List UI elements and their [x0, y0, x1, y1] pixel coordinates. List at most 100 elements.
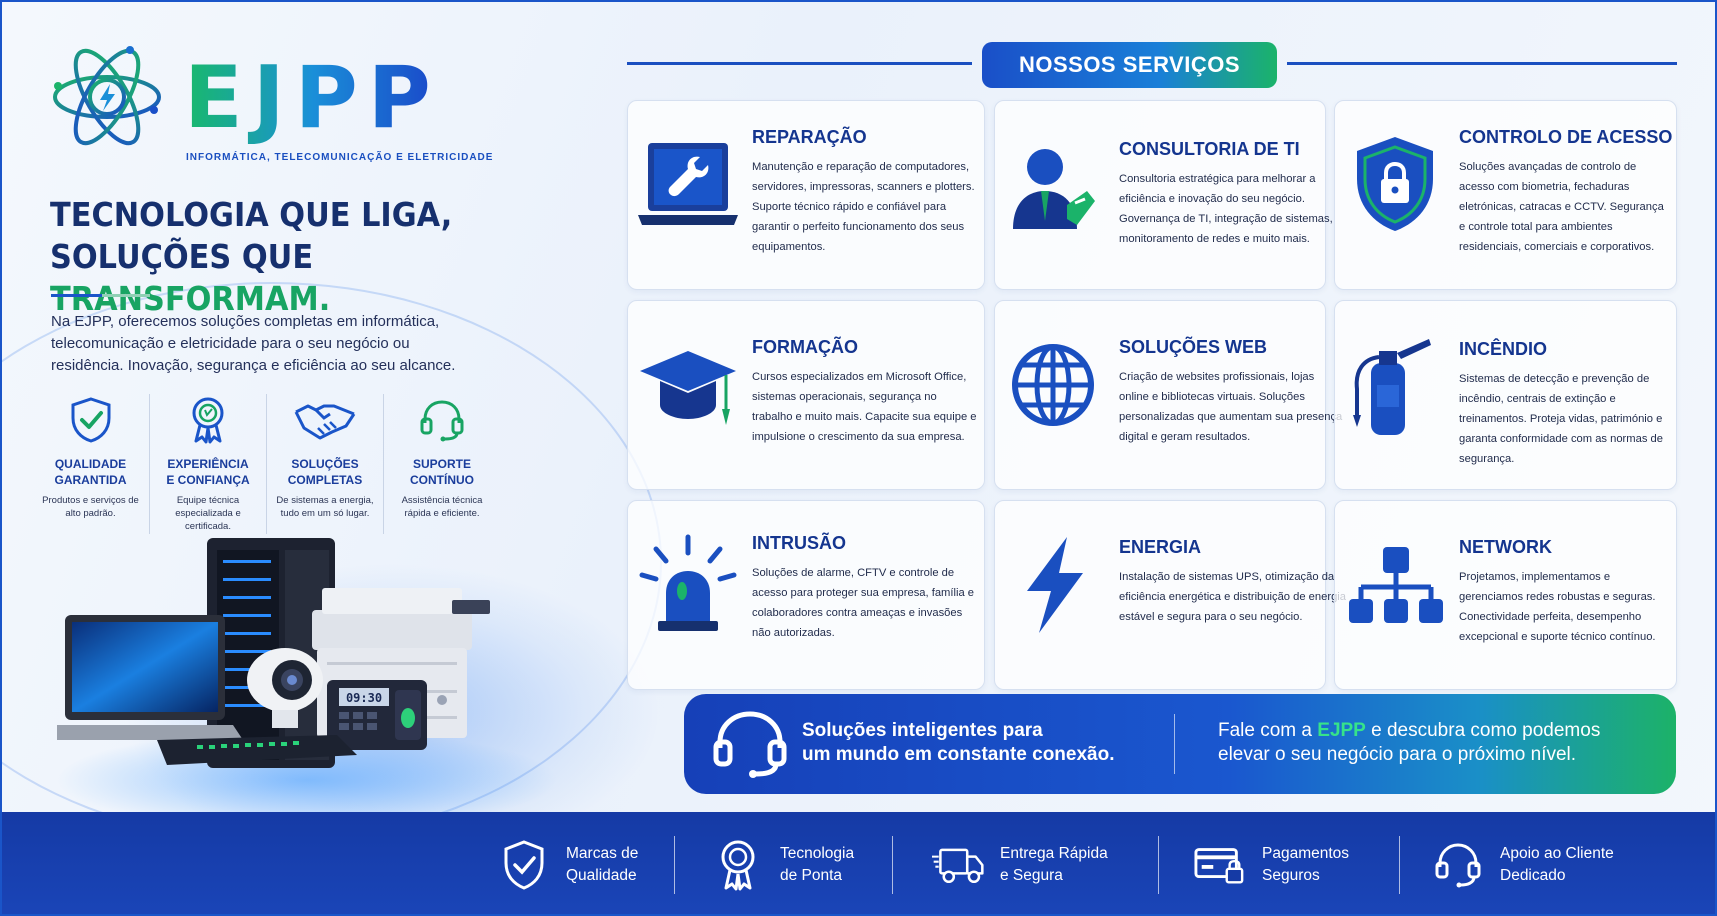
service-card-access-control[interactable]: CONTROLO DE ACESSO Soluções avançadas de… — [1334, 100, 1677, 290]
feature-title-l2: E CONFIANÇA — [166, 473, 250, 487]
service-desc: Soluções de alarme, CFTV e controle de a… — [752, 567, 975, 639]
feature-desc: Equipe técnica especializada e certifica… — [175, 495, 241, 532]
globe-icon — [1012, 344, 1094, 426]
service-card-network[interactable]: NETWORK Projetamos, implementamos e gere… — [1334, 500, 1677, 690]
footer-label-l2: Qualidade — [566, 867, 637, 884]
graduation-cap-icon — [640, 351, 736, 425]
feature-list: QUALIDADE GARANTIDA Produtos e serviços d… — [32, 394, 502, 534]
services-header-line-right — [1287, 62, 1677, 65]
access-control-terminal: 09:30 — [327, 680, 427, 750]
service-card-web-solutions[interactable]: SOLUÇÕES WEB Criação de websites profiss… — [994, 300, 1342, 490]
feature-quality: QUALIDADE GARANTIDA Produtos e serviços d… — [32, 394, 149, 534]
banner-right-line1: Fale com a EJPP e descubra como podemos — [1218, 719, 1600, 743]
banner-right-prefix: Fale com a — [1218, 720, 1318, 741]
service-card-energy[interactable]: ENERGIA Instalação de sistemas UPS, otim… — [994, 500, 1346, 690]
footer-label-l2: Seguros — [1262, 867, 1320, 884]
shield-lock-icon — [1357, 137, 1433, 231]
feature-desc: Assistência técnica rápida e eficiente. — [401, 495, 483, 519]
shield-check-icon — [71, 397, 110, 443]
brand-name: EJPP — [184, 48, 441, 148]
headline-accent: TRANSFORMAM. — [50, 279, 331, 318]
banner-left-line2: um mundo em constante conexão. — [802, 744, 1115, 765]
service-title: ENERGIA — [1119, 537, 1202, 557]
award-ribbon-icon — [192, 397, 224, 444]
feature-title-l1: QUALIDADE — [54, 457, 127, 471]
headset-icon — [420, 400, 464, 442]
headline-divider — [51, 294, 149, 297]
service-desc: Projetamos, implementamos e gerenciamos … — [1459, 571, 1656, 643]
delivery-truck-icon — [932, 848, 984, 884]
footer-label-l1: Apoio ao Cliente — [1500, 845, 1614, 862]
service-card-intrusion[interactable]: INTRUSÃO Soluções de alarme, CFTV e cont… — [627, 500, 985, 690]
footer-separator — [1158, 836, 1159, 894]
feature-title-l1: SOLUÇÕES — [291, 457, 359, 471]
service-desc: Soluções avançadas de controlo de acesso… — [1459, 161, 1664, 253]
services-header-line-left — [627, 62, 972, 65]
service-card-repair[interactable]: REPARAÇÃO Manutenção e reparação de comp… — [627, 100, 985, 290]
footer-label-l2: Dedicado — [1500, 867, 1566, 884]
consultant-icon — [1013, 149, 1095, 229]
banner-right-line2: elevar o seu negócio para o próximo níve… — [1218, 744, 1577, 765]
cctv-camera — [247, 648, 323, 728]
service-title: INCÊNDIO — [1459, 339, 1548, 359]
laptop — [57, 615, 243, 740]
banner-brand: EJPP — [1317, 720, 1366, 741]
banner-right-suffix: e descubra como podemos — [1365, 720, 1601, 741]
feature-desc: Produtos e serviços de alto padrão. — [42, 495, 139, 519]
terminal-clock: 09:30 — [346, 691, 382, 705]
service-desc: Instalação de sistemas UPS, otimização d… — [1119, 571, 1347, 623]
service-title: CONSULTORIA DE TI — [1119, 139, 1300, 159]
service-card-it-consulting[interactable]: CONSULTORIA DE TI Consultoria estratégic… — [994, 100, 1333, 290]
footer-item-quality-brands: Marcas de Qualidade — [498, 812, 639, 914]
banner-right-text: Fale com a EJPP e descubra como podemos … — [1218, 719, 1600, 767]
brand-logo: EJPP INFORMÁTICA, TELECOMUNICAÇÃO E ELET… — [50, 40, 494, 170]
secure-card-icon — [1194, 848, 1244, 884]
hero-headline: TECNOLOGIA QUE LIGA, SOLUÇÕES QUE TRANSF… — [50, 194, 528, 320]
service-title: FORMAÇÃO — [752, 337, 858, 357]
network-tree-icon — [1349, 547, 1443, 623]
service-title: REPARAÇÃO — [752, 127, 867, 147]
banner-left-line1: Soluções inteligentes para — [802, 720, 1043, 741]
headset-icon — [1435, 843, 1481, 888]
footer-label-l1: Marcas de — [566, 845, 639, 862]
feature-experience: EXPERIÊNCIA E CONFIANÇA Equipe técnica es… — [149, 394, 266, 534]
footer-separator — [892, 836, 893, 894]
service-title: INTRUSÃO — [752, 533, 846, 553]
feature-title-l2: COMPLETAS — [287, 473, 363, 487]
hero-intro: Na EJPP, oferecemos soluções completas e… — [51, 313, 456, 374]
laptop-wrench-icon — [638, 143, 738, 225]
footer-separator — [1399, 836, 1400, 894]
feature-desc: De sistemas a energia, tudo em um só lug… — [276, 495, 374, 519]
service-card-fire[interactable]: INCÊNDIO Sistemas de detecção e prevençã… — [1334, 300, 1677, 490]
services-title: NOSSOS SERVIÇOS — [982, 42, 1277, 88]
alarm-light-icon — [639, 534, 737, 631]
service-title: NETWORK — [1459, 537, 1552, 557]
headline-line1: TECNOLOGIA QUE LIGA, — [50, 195, 453, 234]
service-desc: Sistemas de detecção e prevenção de incê… — [1459, 373, 1663, 465]
footer-separator — [674, 836, 675, 894]
award-ribbon-icon — [721, 840, 755, 891]
footer-label-l1: Pagamentos — [1262, 845, 1350, 862]
feature-title-l1: EXPERIÊNCIA — [167, 457, 249, 471]
service-title: SOLUÇÕES WEB — [1119, 337, 1268, 357]
cta-banner[interactable]: Soluções inteligentes para um mundo em c… — [684, 694, 1676, 794]
footer-label-l2: de Ponta — [780, 867, 843, 884]
feature-title-l2: GARANTIDA — [54, 473, 127, 487]
service-desc: Consultoria estratégica para melhorar a … — [1119, 173, 1333, 245]
headset-icon — [713, 711, 787, 778]
brand-tagline: INFORMÁTICA, TELECOMUNICAÇÃO E ELETRICID… — [186, 152, 494, 163]
devices-illustration: 09:30 — [57, 538, 557, 830]
service-card-training[interactable]: FORMAÇÃO Cursos especializados em Micros… — [627, 300, 985, 490]
service-desc: Cursos especializados em Microsoft Offic… — [752, 371, 977, 443]
shield-check-icon — [504, 840, 544, 890]
atom-bolt-icon — [53, 46, 161, 146]
fire-extinguisher-icon — [1353, 339, 1431, 435]
banner-divider — [1174, 714, 1175, 774]
banner-left-text: Soluções inteligentes para um mundo em c… — [802, 719, 1115, 767]
